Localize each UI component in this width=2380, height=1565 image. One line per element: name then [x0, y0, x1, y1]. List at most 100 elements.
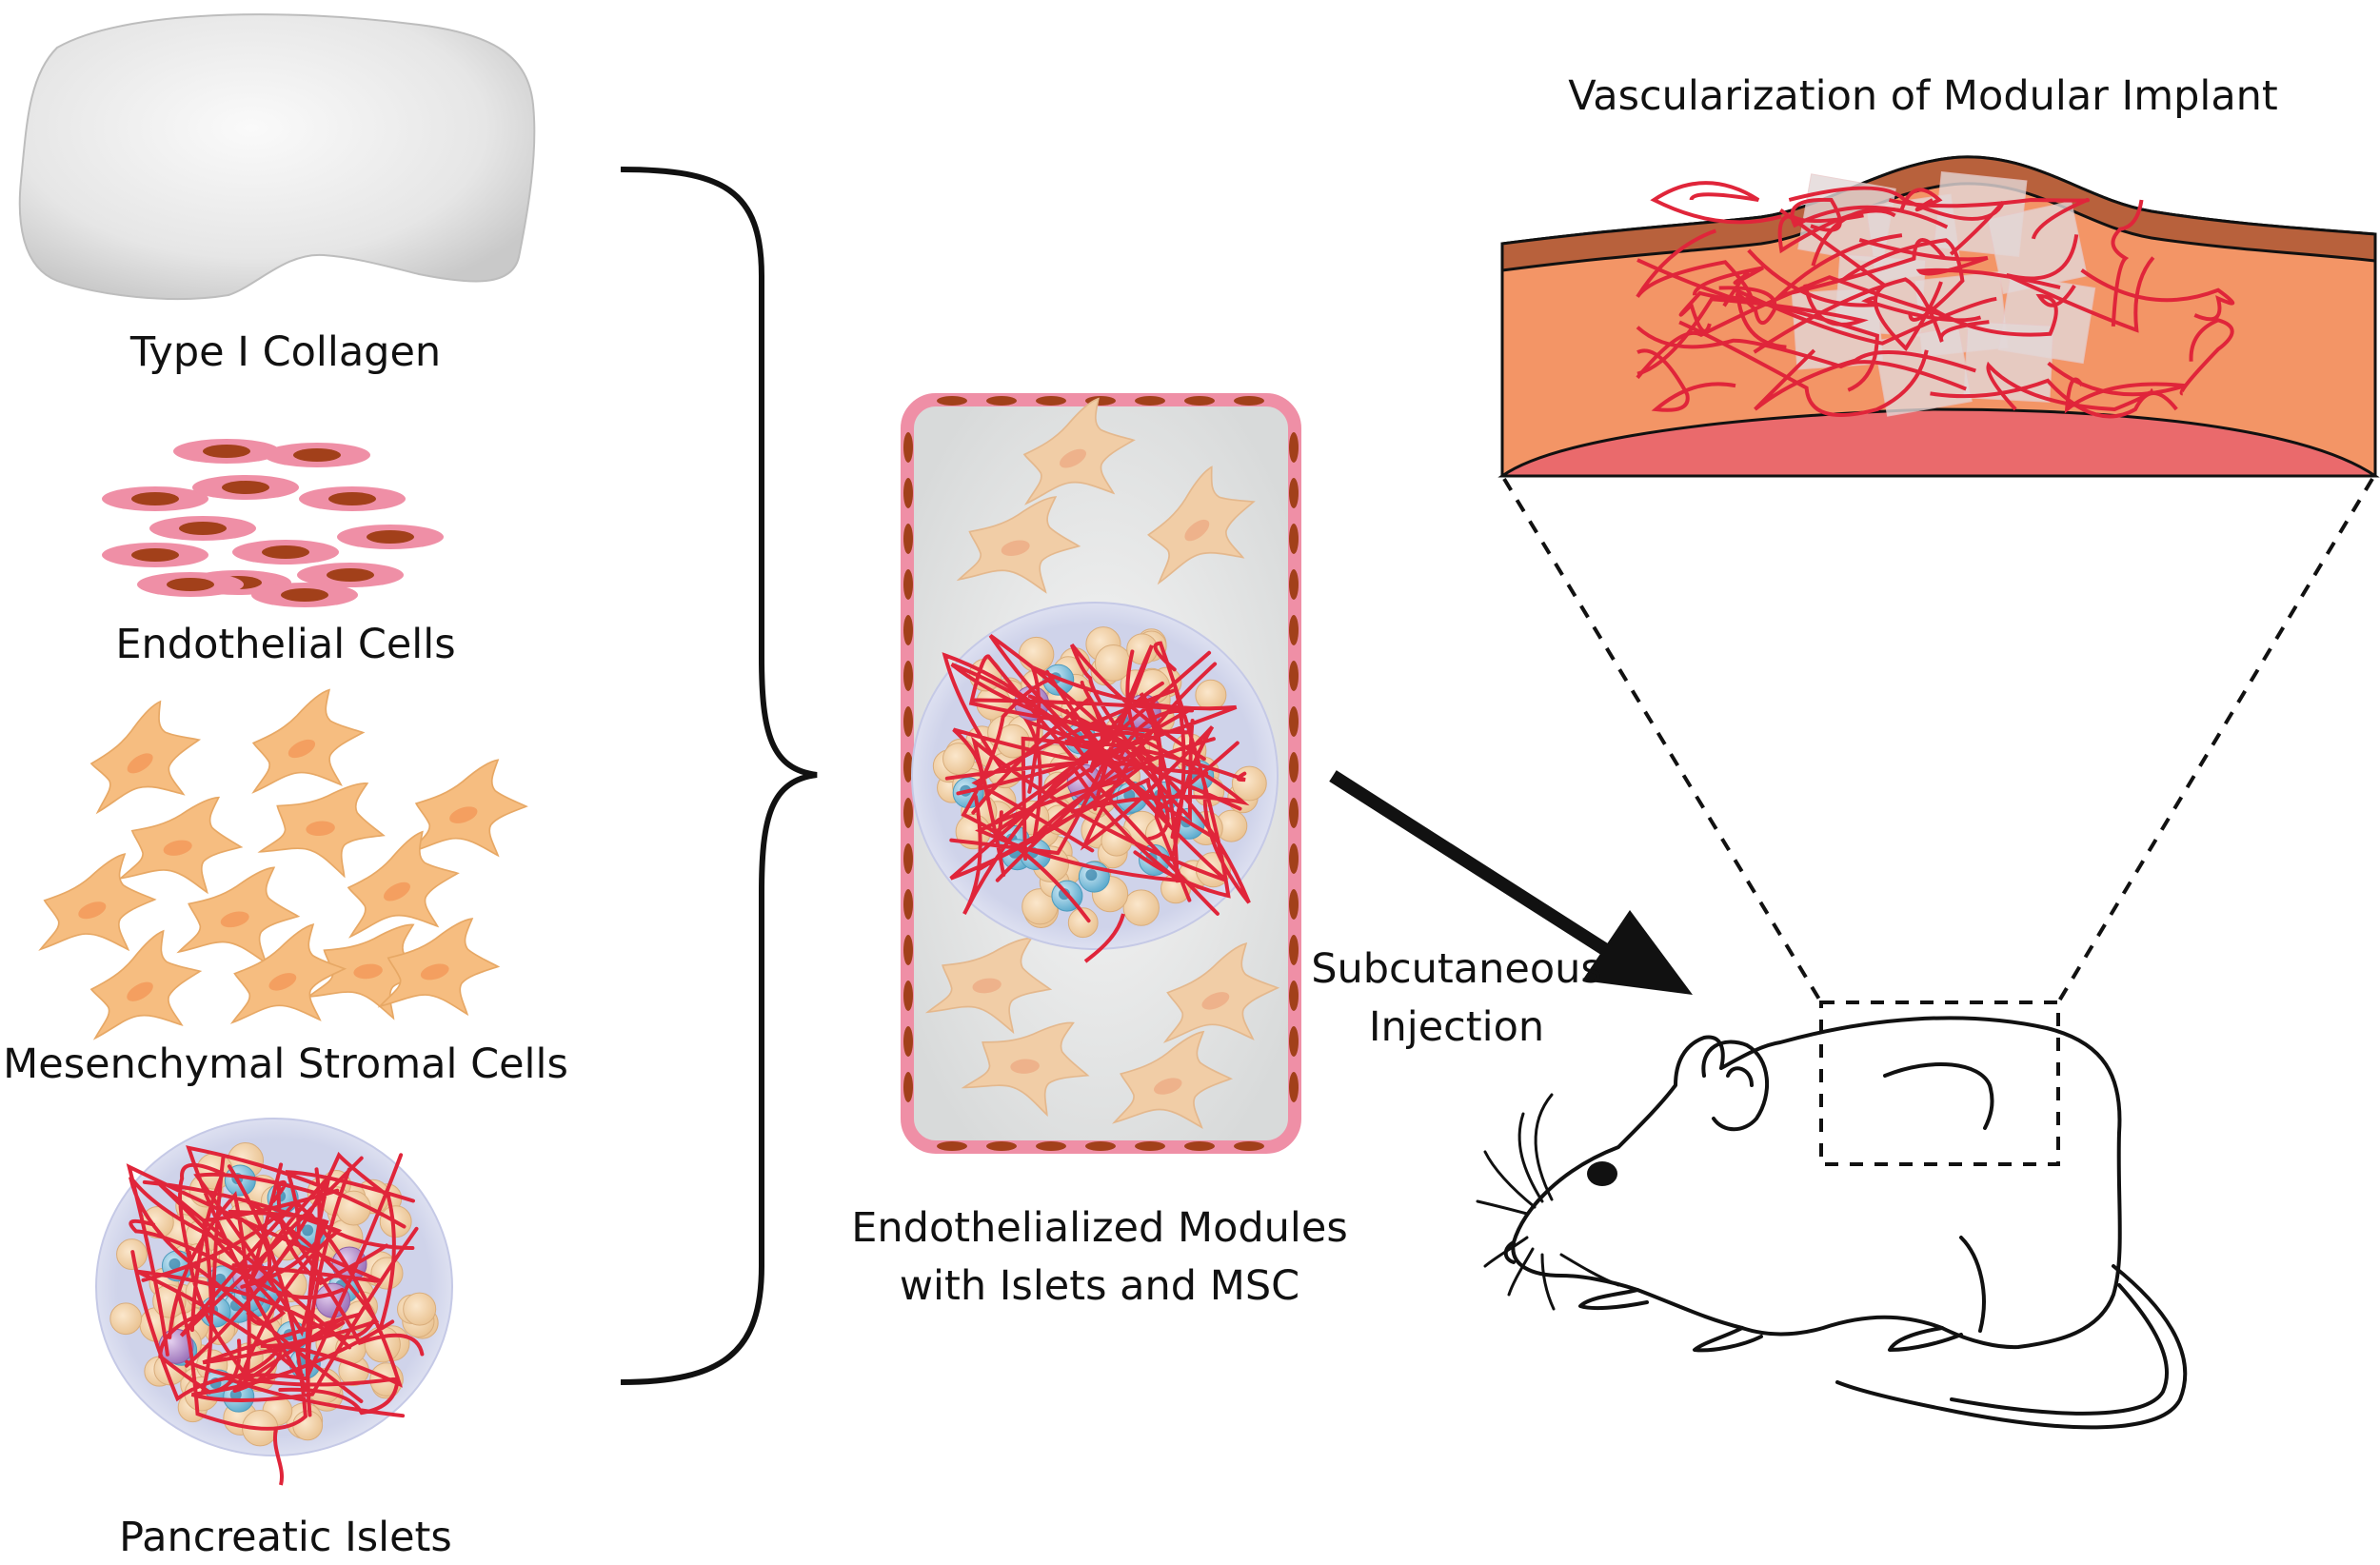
grouping-brace [620, 167, 818, 1385]
islet-vessel-tail [273, 1427, 284, 1486]
implant-vessel [1636, 326, 1967, 391]
islet-vessel-network [942, 633, 1251, 923]
label-injection-line1: Subcutaneous [1311, 945, 1602, 993]
implant-vessel [1790, 197, 1949, 232]
endothelial-cell [264, 443, 370, 467]
implant-vessel [1788, 186, 2006, 256]
lining-nucleus [1289, 798, 1299, 828]
lining-nucleus [1289, 661, 1299, 691]
lining-nucleus [1289, 981, 1299, 1011]
implant-vessel [1888, 197, 2091, 240]
lining-nucleus [1289, 1026, 1299, 1057]
islet-cell [1195, 679, 1227, 711]
islet-vessel-network [126, 1145, 425, 1431]
lining-nucleus [1234, 396, 1264, 406]
implant-vessel [2080, 268, 2235, 322]
endothelialized-module [901, 392, 1301, 1154]
lining-nucleus [1135, 396, 1165, 406]
msc-cell [258, 763, 395, 884]
label-implant-title: Vascularization of Modular Implant [1568, 72, 2278, 120]
implant-vessel [1754, 348, 1976, 411]
lining-nucleus [903, 981, 913, 1011]
implant-vessel [1811, 188, 1943, 267]
lining-nucleus [1289, 432, 1299, 463]
lining-nucleus [903, 798, 913, 828]
lining-nucleus [1036, 1141, 1066, 1151]
implant-vessel [1735, 287, 1997, 349]
module-endothelial-lining [903, 396, 1299, 1151]
injection-arrow [1329, 770, 1693, 995]
islet-cell [292, 1410, 324, 1441]
lining-nucleus [1289, 706, 1299, 737]
implant-vessel [1753, 277, 1990, 354]
lining-nucleus [1184, 396, 1215, 406]
islet-cell [403, 1292, 437, 1326]
implant-vessel [1774, 233, 1946, 299]
endothelial-cell [337, 525, 444, 549]
mouse-illustration [1476, 1016, 2188, 1430]
lining-nucleus [1289, 615, 1299, 645]
lining-nucleus [1289, 569, 1299, 600]
lining-nucleus [986, 396, 1017, 406]
lining-nucleus [1289, 843, 1299, 874]
islet-nucleus [229, 1389, 242, 1401]
lining-nucleus [903, 661, 913, 691]
endothelial-cell [137, 572, 244, 597]
label-endothelial-cells: Endothelial Cells [115, 621, 456, 668]
msc-cell [119, 787, 248, 897]
lining-nucleus [903, 843, 913, 874]
lining-nucleus [903, 752, 913, 782]
lining-nucleus [1289, 752, 1299, 782]
islet-cell [942, 743, 976, 776]
lining-nucleus [1036, 396, 1066, 406]
lining-nucleus [937, 1141, 967, 1151]
lining-nucleus [903, 432, 913, 463]
endothelial-cell [192, 475, 299, 500]
implant-vessel [1986, 361, 2153, 412]
implant-vessel [2111, 199, 2144, 327]
label-injection-line2: Injection [1368, 1003, 1545, 1051]
module-islet [911, 602, 1279, 963]
lining-nucleus [986, 1141, 1017, 1151]
lining-nucleus [1234, 1141, 1264, 1151]
lining-nucleus [903, 1026, 913, 1057]
mesenchymal-stromal-cells-cluster [34, 684, 528, 1044]
implant-vessel [2047, 361, 2186, 414]
implant-vessel [1858, 237, 2061, 290]
endothelial-cell [299, 486, 406, 511]
lining-nucleus [903, 478, 913, 508]
label-pancreatic-islets: Pancreatic Islets [119, 1514, 452, 1561]
lining-nucleus [1289, 1072, 1299, 1102]
msc-cell [240, 684, 371, 798]
implant-vessel [1636, 348, 1736, 412]
islet-cell [1067, 907, 1099, 939]
implant-vessel [1777, 208, 1896, 254]
label-module-line2: with Islets and MSC [899, 1262, 1300, 1310]
lining-nucleus [1289, 935, 1299, 965]
islet-cell [1018, 636, 1055, 673]
endothelial-cell [173, 439, 280, 464]
implant-vessel [2179, 318, 2234, 396]
endothelial-cell [102, 543, 208, 567]
pancreatic-islet-illustration [95, 1118, 453, 1486]
lining-nucleus [1289, 889, 1299, 920]
implant-cross-section [1497, 155, 2380, 478]
implant-vessel [1693, 266, 1764, 307]
islet-cell [109, 1302, 143, 1336]
implant-vessel [1779, 208, 1943, 352]
implant-vessel [1650, 181, 1782, 225]
lining-nucleus [903, 569, 913, 600]
lining-nucleus [903, 706, 913, 737]
lining-nucleus [1085, 1141, 1116, 1151]
implant-vessel [1636, 228, 1754, 306]
lining-nucleus [903, 1072, 913, 1102]
islet-nucleus [302, 1224, 314, 1237]
lining-nucleus [1289, 478, 1299, 508]
msc-cell [73, 693, 213, 818]
endothelial-cells-cluster [102, 439, 444, 607]
lining-nucleus [1289, 524, 1299, 554]
lining-nucleus [903, 615, 913, 645]
msc-cell [333, 825, 467, 942]
